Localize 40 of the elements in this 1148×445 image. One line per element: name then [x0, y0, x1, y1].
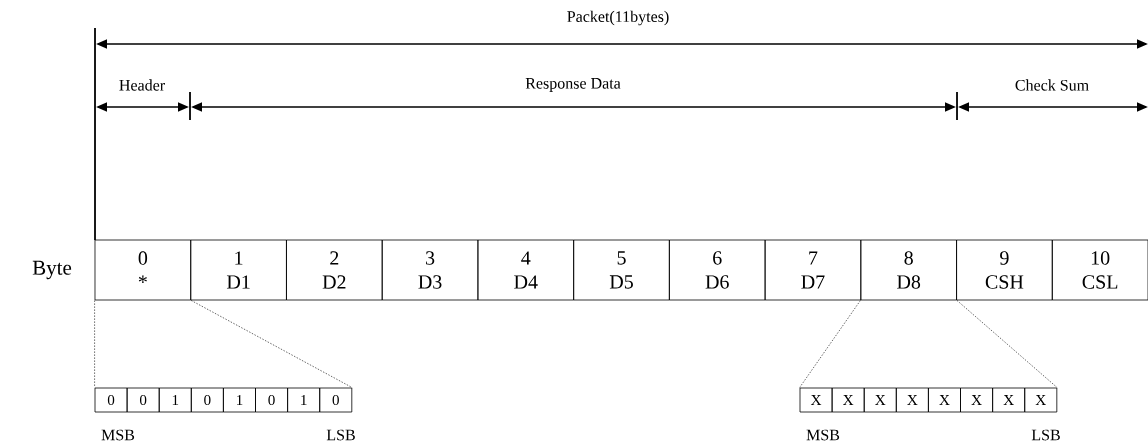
bit-cell: X — [863, 387, 897, 413]
byte-cell: 9 CSH — [956, 239, 1053, 301]
dimension-label: Check Sum — [1015, 79, 1089, 91]
leader-line — [94, 300, 95, 388]
bit-cell: X — [960, 387, 993, 413]
bit-cell: 1 — [223, 387, 256, 413]
bit-cell: 1 — [158, 387, 192, 413]
dimension-label: Packet(11bytes) — [567, 10, 669, 26]
byte-cell: 3 D3 — [381, 239, 479, 301]
bit-cell: 0 — [319, 387, 353, 413]
byte-cell: 0 * — [94, 239, 192, 301]
byte-cell: 5 D5 — [573, 239, 670, 301]
byte-cell: 1 D1 — [190, 239, 287, 301]
bit-cell: X — [831, 387, 865, 413]
leader-line — [956, 300, 1058, 388]
bit-cell: 0 — [126, 387, 160, 413]
byte-cell: 7 D7 — [764, 239, 862, 301]
byte-cell: 6 D6 — [668, 239, 766, 301]
bit-cell: X — [992, 387, 1026, 413]
bit-order-label: MSB — [806, 429, 840, 441]
bit-cell: 0 — [255, 387, 288, 413]
bit-order-label: LSB — [1031, 429, 1060, 441]
bit-order-label: MSB — [101, 429, 135, 441]
byte-cell: 4 D4 — [477, 239, 575, 301]
dimension-label: Response Data — [525, 78, 621, 92]
bit-cell: X — [895, 387, 929, 413]
byte-cell: 2 D2 — [286, 239, 383, 301]
bit-cell: 1 — [287, 387, 321, 413]
byte-cell: 8 D8 — [860, 239, 957, 301]
leader-line — [799, 300, 861, 388]
leader-line — [190, 300, 353, 388]
row-label: Byte — [32, 260, 72, 280]
bit-cell: 0 — [190, 387, 224, 413]
bit-cell: 0 — [94, 387, 128, 413]
bit-cell: X — [799, 387, 833, 413]
byte-cell: 10 CSL — [1051, 239, 1148, 301]
bit-cell: X — [928, 387, 961, 413]
bit-cell: X — [1024, 387, 1058, 413]
dimension-label: Header — [119, 79, 165, 91]
bit-order-label: LSB — [326, 429, 355, 441]
